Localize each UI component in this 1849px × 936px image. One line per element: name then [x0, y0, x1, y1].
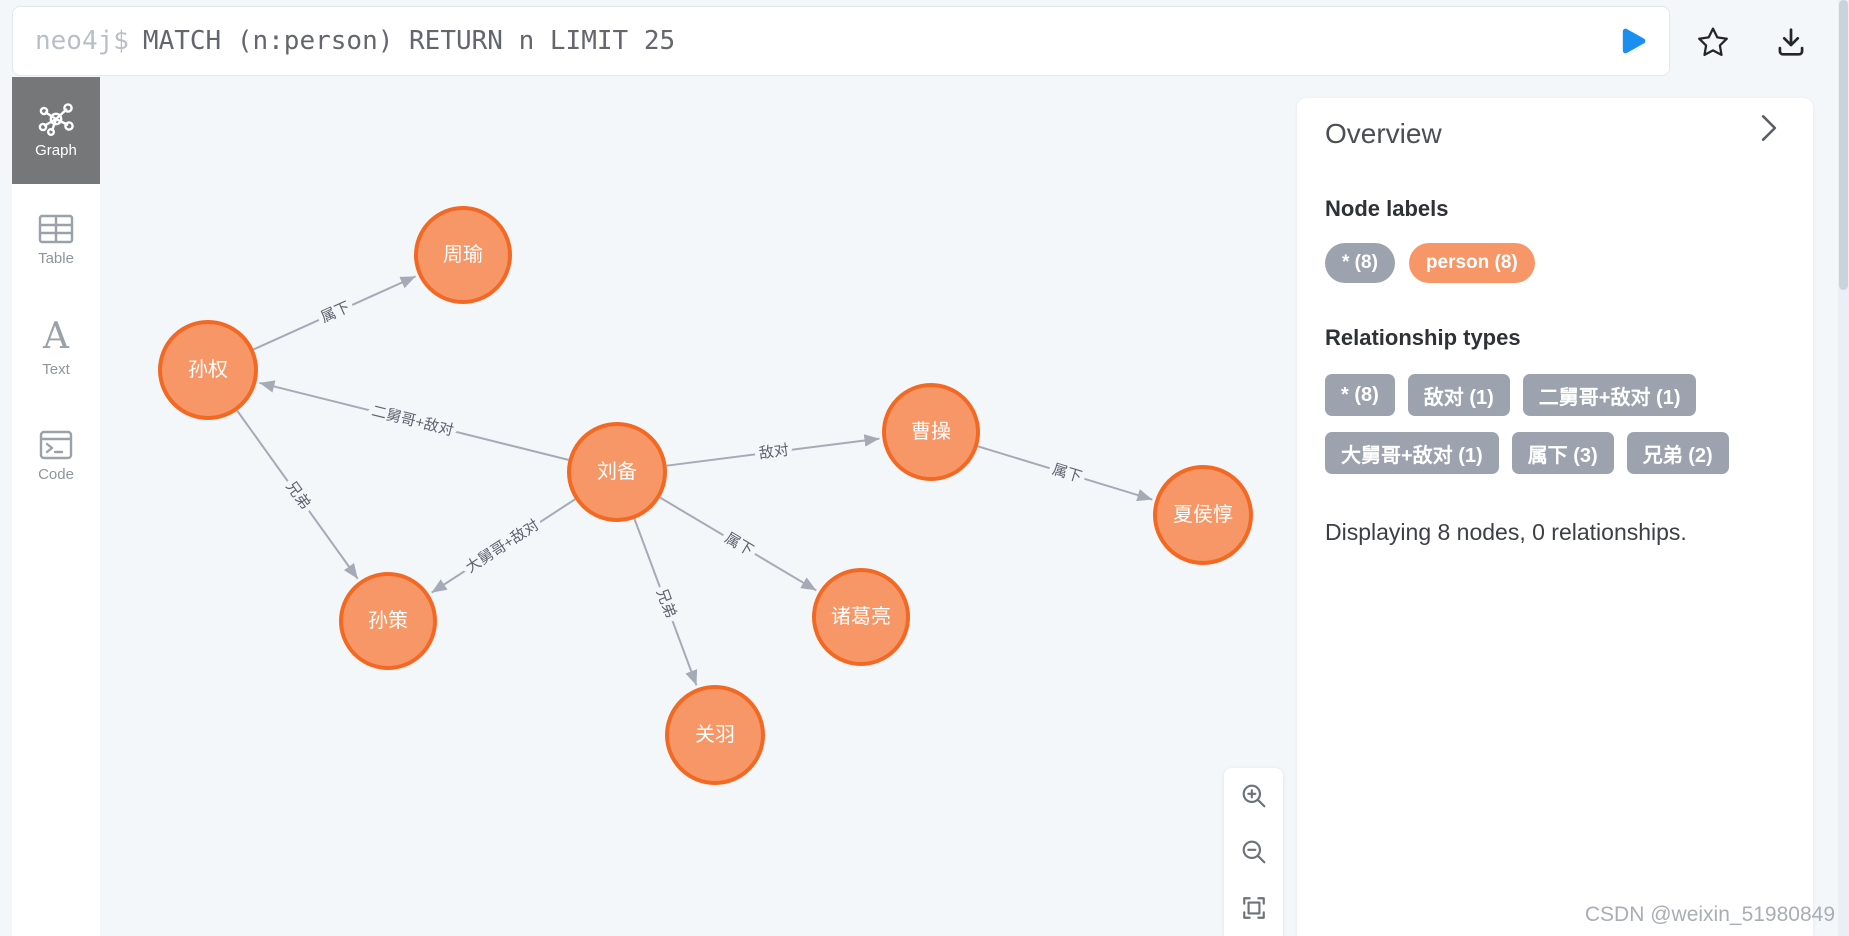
- chevron-right-icon: [1761, 115, 1777, 141]
- fit-to-screen-icon: [1242, 897, 1265, 919]
- node-label-badge-person[interactable]: person (8): [1408, 243, 1535, 283]
- graph-node-sunce[interactable]: [339, 572, 437, 670]
- graph-edge-label[interactable]: 大舅哥+敌对: [457, 511, 547, 582]
- graph-node-liubei[interactable]: [567, 422, 667, 522]
- query-input[interactable]: MATCH (n:person) RETURN n LIMIT 25: [142, 26, 676, 56]
- scrollbar-thumb[interactable]: [1839, 0, 1848, 290]
- graph-edge-label[interactable]: 兄弟: [648, 581, 684, 625]
- tab-text-label: Text: [42, 361, 70, 378]
- vertical-scrollbar[interactable]: [1838, 0, 1849, 936]
- text-view-icon: A: [43, 316, 69, 357]
- run-query-button[interactable]: [1611, 19, 1655, 63]
- graph-node-xiahoudun[interactable]: [1153, 465, 1253, 565]
- cypher-query-bar[interactable]: neo4j$ MATCH (n:person) RETURN n LIMIT 2…: [12, 6, 1670, 76]
- node-label-badge-all[interactable]: * (8): [1325, 243, 1395, 283]
- tab-graph[interactable]: Graph: [12, 77, 100, 184]
- query-prompt: neo4j$: [35, 26, 129, 56]
- fit-to-screen-button[interactable]: [1224, 880, 1283, 936]
- graph-node-label: 刘备: [597, 460, 637, 483]
- node-labels-heading: Node labels: [1325, 196, 1449, 221]
- favorite-button[interactable]: [1695, 24, 1731, 60]
- graph-edge[interactable]: [431, 498, 576, 594]
- graph-edge[interactable]: [977, 445, 1153, 502]
- tab-table-label: Table: [38, 250, 74, 267]
- graph-node-label: 关羽: [695, 723, 735, 746]
- graph-node-label: 孙策: [368, 609, 408, 632]
- graph-node-label: 曹操: [911, 420, 951, 443]
- relationship-type-badges: * (8) 敌对 (1) 二舅哥+敌对 (1) 大舅哥+敌对 (1) 属下 (3…: [1325, 374, 1787, 474]
- graph-node-sunquan[interactable]: [158, 320, 258, 420]
- node-label-badges: * (8) person (8): [1325, 243, 1785, 283]
- graph-node-label: 周瑜: [443, 243, 483, 266]
- graph-edge[interactable]: [659, 496, 817, 592]
- graph-view-icon: [38, 103, 74, 136]
- overview-panel: Overview Node labels * (8) person (8) Re…: [1297, 98, 1813, 936]
- graph-edge[interactable]: [236, 410, 359, 580]
- rel-badge-2[interactable]: 二舅哥+敌对 (1): [1522, 374, 1697, 416]
- display-status-text: Displaying 8 nodes, 0 relationships.: [1325, 519, 1687, 545]
- graph-edge-label[interactable]: 属下: [717, 525, 761, 565]
- graph-node-zhouyu[interactable]: [414, 206, 512, 304]
- graph-edge-label[interactable]: 二舅哥+敌对: [365, 397, 461, 445]
- graph-node-label: 孙权: [188, 358, 228, 381]
- rel-badge-all[interactable]: * (8): [1325, 374, 1395, 416]
- tab-text[interactable]: A Text: [12, 316, 100, 379]
- table-view-icon: [38, 214, 74, 244]
- overview-title: Overview: [1325, 118, 1442, 149]
- play-icon: [1622, 28, 1646, 54]
- tab-table[interactable]: Table: [12, 214, 100, 267]
- view-switcher-sidebar: Graph Table A Text: [12, 77, 100, 936]
- relationship-types-heading: Relationship types: [1325, 325, 1521, 350]
- zoom-in-icon: [1242, 784, 1265, 808]
- graph-node-guanyu[interactable]: [665, 685, 765, 785]
- tab-graph-label: Graph: [35, 142, 77, 159]
- graph-node-caocao[interactable]: [882, 383, 980, 481]
- download-button[interactable]: [1773, 24, 1809, 60]
- graph-edge-label[interactable]: 敌对: [753, 437, 795, 468]
- zoom-out-icon: [1242, 840, 1265, 864]
- collapse-panel-button[interactable]: [1757, 114, 1783, 144]
- graph-edge[interactable]: [253, 275, 417, 351]
- tab-code-label: Code: [38, 466, 74, 483]
- graph-node-label: 诸葛亮: [831, 605, 891, 628]
- zoom-out-button[interactable]: [1224, 824, 1283, 880]
- graph-edge-label[interactable]: 属下: [1045, 456, 1089, 491]
- zoom-in-button[interactable]: [1224, 768, 1283, 824]
- download-icon: [1778, 28, 1804, 56]
- tab-code[interactable]: Code: [12, 430, 100, 483]
- rel-badge-3[interactable]: 大舅哥+敌对 (1): [1325, 432, 1499, 474]
- zoom-controls: [1224, 768, 1283, 936]
- rel-badge-4[interactable]: 属下 (3): [1511, 432, 1614, 474]
- graph-node-label: 夏侯惇: [1173, 503, 1233, 526]
- graph-edge-label[interactable]: 属下: [313, 294, 357, 332]
- graph-edge-label[interactable]: 兄弟: [277, 473, 318, 517]
- code-view-icon: [39, 430, 73, 460]
- star-icon: [1698, 27, 1728, 57]
- rel-badge-1[interactable]: 敌对 (1): [1407, 374, 1510, 416]
- graph-edge[interactable]: [259, 380, 569, 461]
- graph-edge[interactable]: [633, 518, 698, 686]
- graph-node-zhugeliang[interactable]: [812, 568, 910, 666]
- rel-badge-5[interactable]: 兄弟 (2): [1626, 432, 1729, 474]
- graph-edge[interactable]: [666, 434, 880, 467]
- csdn-watermark: CSDN @weixin_51980849: [1584, 903, 1835, 926]
